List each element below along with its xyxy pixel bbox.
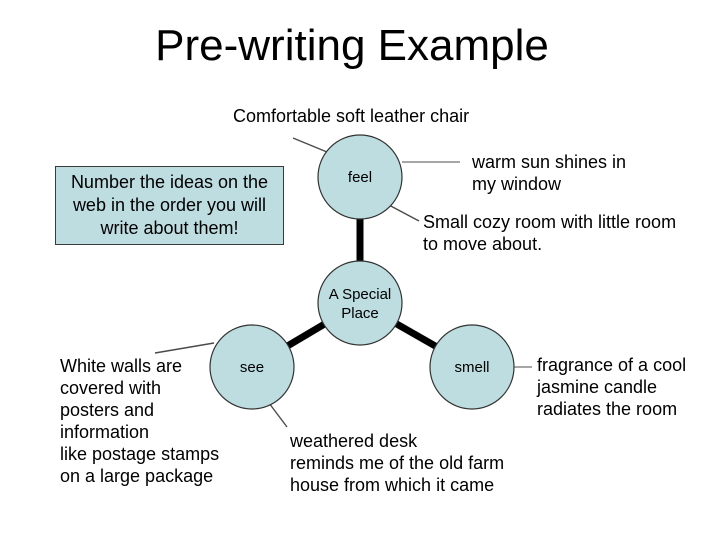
node-label-feel: feel: [347, 169, 373, 186]
node-label-see: see: [239, 359, 265, 376]
node-label-smell: smell: [454, 359, 490, 376]
annotation-smell-right: fragrance of a cool jasmine candle radia…: [537, 355, 687, 419]
connector-feel-bottom-right-note: [386, 203, 420, 222]
instruction-note-box: Number the ideas on the web in the order…: [55, 166, 284, 245]
annotation-feel-right: warm sun shines in my window: [472, 152, 627, 194]
connector-see-bottom-note: [268, 402, 288, 428]
connector-feel-top-note: [292, 137, 328, 153]
node-circle-center: [317, 260, 403, 346]
node-circle-see: [209, 324, 295, 410]
annotation-feel-bottom-right: Small cozy room with little room to move…: [423, 212, 677, 254]
node-circle-smell: [429, 324, 515, 410]
annotation-feel-top: Comfortable soft leather chair: [233, 106, 470, 126]
annotation-see-left: White walls are covered with posters and…: [60, 356, 220, 486]
slide-title: Pre-writing Example: [155, 21, 549, 70]
node-label-center: A Special Place: [328, 286, 392, 322]
connector-see-left-note: [154, 342, 215, 354]
annotation-see-bottom: weathered desk reminds me of the old far…: [290, 431, 505, 495]
node-circle-feel: [317, 134, 403, 220]
